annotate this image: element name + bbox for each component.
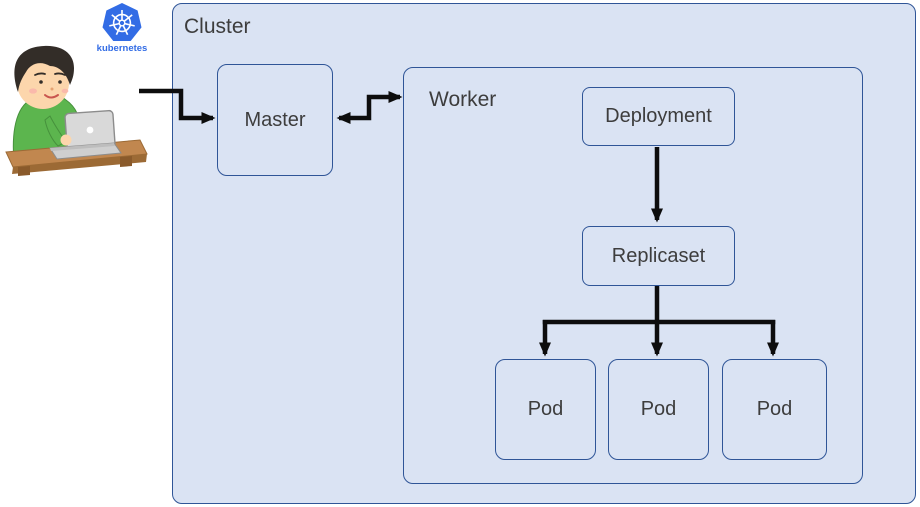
replicaset-label: Replicaset	[611, 244, 706, 267]
pod-label: Pod	[640, 398, 677, 420]
kubernetes-logo-icon: kubernetes	[97, 3, 148, 54]
pod-label: Pod	[527, 398, 564, 420]
pod-label: Pod	[756, 398, 793, 420]
laptop-illustration	[49, 109, 122, 160]
pod-box-2: Pod	[608, 359, 709, 460]
replicaset-box: Replicaset	[582, 226, 735, 286]
deployment-label: Deployment	[605, 105, 712, 127]
deployment-box: Deployment	[582, 87, 735, 146]
pod-box-1: Pod	[495, 359, 596, 460]
master-box: Master	[217, 64, 333, 176]
pod-box-3: Pod	[722, 359, 827, 460]
worker-label: Worker	[429, 88, 497, 111]
cluster-label: Cluster	[184, 15, 251, 38]
kubernetes-logo-text: kubernetes	[97, 43, 148, 54]
person-at-computer-illustration	[5, 45, 148, 176]
master-label: Master	[244, 108, 306, 131]
